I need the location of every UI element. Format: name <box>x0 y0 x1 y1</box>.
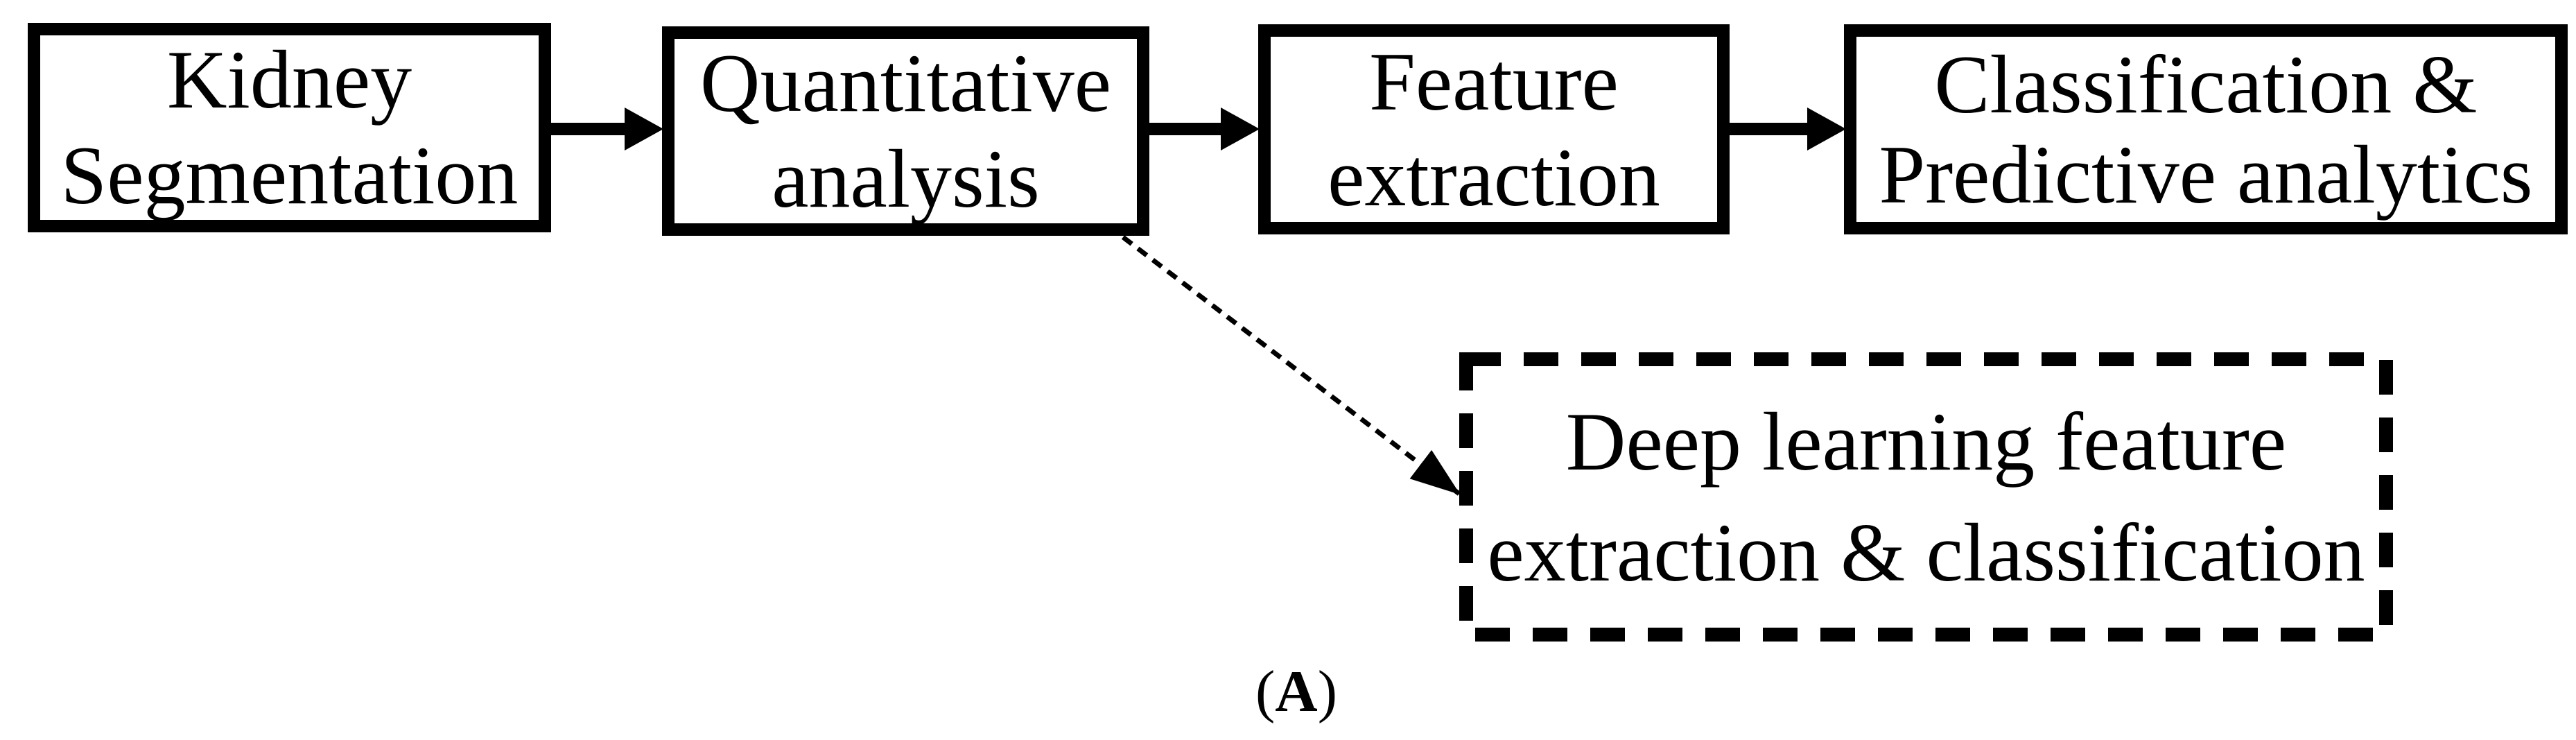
box-quantitative-analysis: Quantitative analysis <box>662 26 1149 236</box>
box-quantitative-analysis-line2: analysis <box>772 132 1040 225</box>
box-kidney-segmentation-line2: Segmentation <box>60 129 519 221</box>
box-classification-predictive-analytics: Classification & Predictive analytics <box>1844 24 2568 234</box>
box-feature-extraction: Feature extraction <box>1258 24 1730 234</box>
arrow-feature-to-classification <box>1727 107 1846 150</box>
box-classification-line1: Classification & <box>1934 37 2478 130</box>
figure-label-a: (A) <box>1192 662 1400 721</box>
figure-label-close-paren: ) <box>1317 659 1337 724</box>
dashed-box-deep-learning-border <box>1459 352 2393 642</box>
box-feature-extraction-line1: Feature <box>1369 35 1619 128</box>
figure-label-letter: A <box>1275 659 1318 724</box>
dashed-arrow-quantitative-to-deep-learning <box>1121 235 1461 496</box>
box-deep-learning-feature-extraction-classification: Deep learning feature extraction & class… <box>1473 359 2379 635</box>
arrow-kidney-to-quantitative <box>550 107 663 150</box>
box-classification-line2: Predictive analytics <box>1879 128 2533 221</box>
box-deep-learning-line2: extraction & classification <box>1487 506 2365 599</box>
box-kidney-segmentation-line1: Kidney <box>166 33 412 126</box>
box-quantitative-analysis-line1: Quantitative <box>699 37 1112 129</box>
arrow-quantitative-to-feature <box>1147 107 1260 150</box>
box-feature-extraction-line2: extraction <box>1328 130 1660 223</box>
box-kidney-segmentation: Kidney Segmentation <box>28 23 551 232</box>
box-deep-learning-line1: Deep learning feature <box>1565 395 2287 488</box>
figure-label-open-paren: ( <box>1255 659 1276 724</box>
